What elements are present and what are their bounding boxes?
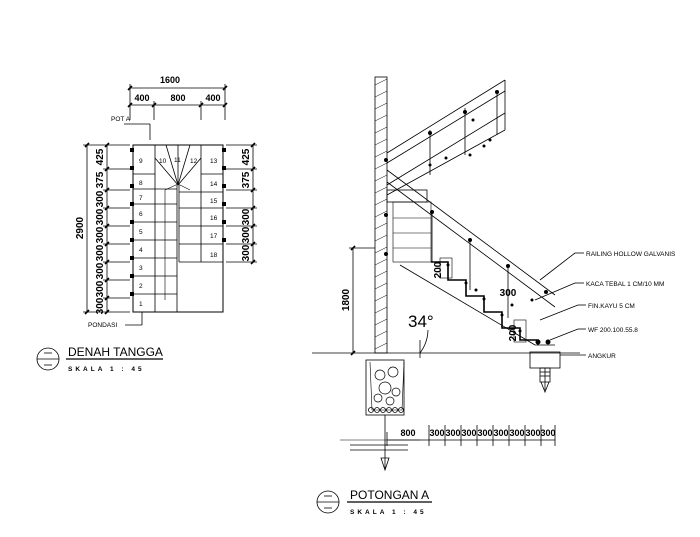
plan-dim-width-right: 400 bbox=[205, 93, 220, 103]
step-number: 17 bbox=[210, 233, 218, 240]
section-angle: 34° bbox=[408, 312, 434, 331]
section-dim-step: 300 bbox=[429, 428, 444, 438]
plan-label-pot: POT A bbox=[111, 116, 131, 123]
plan-dim-left-6: 300 bbox=[95, 262, 106, 279]
step-number: 4 bbox=[139, 247, 143, 254]
section-riser-label: 200 bbox=[433, 261, 444, 278]
plan-dim-left-0: 425 bbox=[95, 148, 106, 165]
plan-dim-width-left: 400 bbox=[134, 93, 149, 103]
plan-dim-left-5: 300 bbox=[95, 244, 106, 261]
plan-dim-total-width: 1600 bbox=[160, 75, 180, 85]
plan-dim-left-2: 300 bbox=[95, 190, 106, 207]
step-number: 12 bbox=[190, 158, 198, 165]
section-height-label: 1800 bbox=[341, 288, 352, 311]
plan-dim-left-8: 300 bbox=[95, 297, 106, 314]
plan-dim-right-2: 300 bbox=[241, 208, 252, 225]
step-number: 1 bbox=[139, 301, 143, 308]
step-number: 16 bbox=[210, 215, 218, 222]
step-number: 15 bbox=[210, 198, 218, 205]
section-dim-step: 300 bbox=[509, 428, 524, 438]
plan-dim-width-center: 800 bbox=[170, 93, 185, 103]
plan-dim-right-4: 300 bbox=[241, 244, 252, 261]
plan-dim-left-7: 300 bbox=[95, 280, 106, 297]
step-number: 9 bbox=[139, 158, 143, 165]
section-title: POTONGAN A bbox=[350, 488, 429, 502]
note-wf: WF 200.100.55.8 bbox=[588, 327, 638, 334]
step-number: 18 bbox=[210, 252, 218, 259]
plan-dim-right-0: 425 bbox=[241, 148, 252, 165]
note-railing: RAILING HOLLOW GALVANIS bbox=[586, 251, 676, 258]
step-number: 8 bbox=[139, 180, 143, 187]
section-title-symbol bbox=[316, 490, 432, 514]
section-dim-step: 300 bbox=[493, 428, 508, 438]
plan-dim-left-3: 300 bbox=[95, 208, 106, 225]
plan-title: DENAH TANGGA bbox=[68, 345, 163, 359]
stair-plan bbox=[83, 84, 257, 326]
note-fin-kayu: FIN.KAYU 5 CM bbox=[588, 303, 635, 310]
step-number: 7 bbox=[139, 195, 143, 202]
step-number: 13 bbox=[210, 158, 218, 165]
plan-scale: SKALA 1 : 45 bbox=[68, 366, 145, 373]
step-number: 2 bbox=[139, 283, 143, 290]
plan-dim-left-1: 375 bbox=[95, 171, 106, 188]
section-riser-label: 200 bbox=[508, 324, 519, 341]
plan-label-pondasi: PONDASI bbox=[88, 322, 117, 329]
plan-dim-total-height: 2900 bbox=[75, 216, 86, 239]
section-dim-step: 300 bbox=[445, 428, 460, 438]
step-number: 11 bbox=[174, 157, 181, 164]
section-dim-step: 300 bbox=[461, 428, 476, 438]
section-scale: SKALA 1 : 45 bbox=[350, 509, 427, 516]
note-kaca: KACA TEBAL 1 CM/10 MM bbox=[586, 281, 664, 288]
step-number: 5 bbox=[139, 229, 143, 236]
plan-dim-right-3: 300 bbox=[241, 226, 252, 243]
note-angkur: ANGKUR bbox=[588, 353, 616, 360]
plan-dim-right-1: 375 bbox=[241, 171, 252, 188]
step-number: 14 bbox=[210, 181, 218, 188]
section-dim-step: 300 bbox=[540, 428, 555, 438]
section-riser-label: 300 bbox=[500, 288, 517, 299]
section-dim-step: 300 bbox=[525, 428, 540, 438]
section-dim-bottom-left: 800 bbox=[400, 428, 415, 438]
step-number: 3 bbox=[139, 265, 143, 272]
step-number: 6 bbox=[139, 211, 143, 218]
plan-title-symbol bbox=[36, 347, 163, 371]
stair-section bbox=[312, 76, 586, 472]
step-number: 10 bbox=[159, 158, 167, 165]
plan-dim-left-4: 300 bbox=[95, 226, 106, 243]
section-dim-step: 300 bbox=[477, 428, 492, 438]
